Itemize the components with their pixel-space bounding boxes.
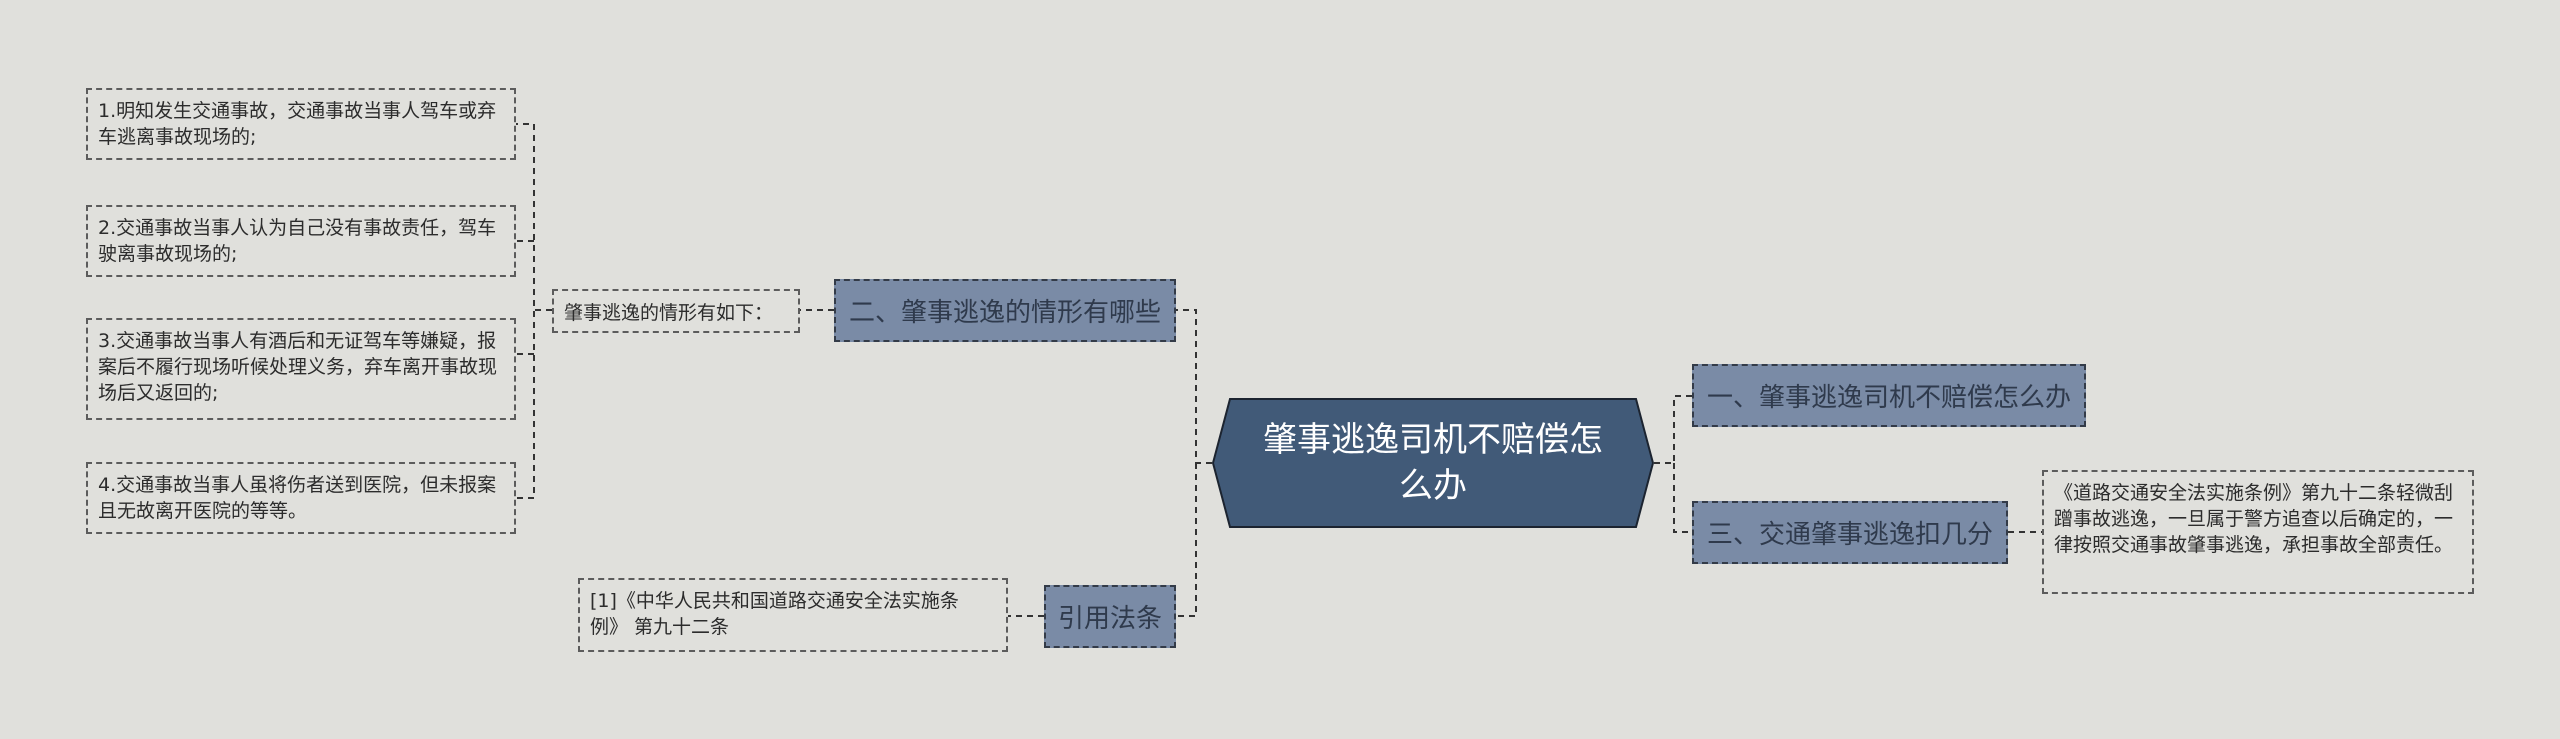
connector-root-b3 <box>1673 463 1692 533</box>
branch-label-2: 二、肇事逃逸的情形有哪些 <box>848 298 1161 328</box>
situation-node-2[interactable]: 2.交通事故当事人认为自己没有事故责任，驾车驶离事故现场的; <box>86 205 516 277</box>
situation-label-1: 1.明知发生交通事故，交通事故当事人驾车或弃车逃离事故现场的; <box>98 100 497 148</box>
regulation-label: 《道路交通安全法实施条例》第九十二条轻微刮蹭事故逃逸，一旦属于警方追查以后确定的… <box>2054 482 2454 556</box>
connector-root-b1 <box>1654 395 1692 464</box>
connector-root-b2 <box>1176 309 1212 464</box>
branch-node-4[interactable]: 引用法条 <box>1044 585 1176 648</box>
connector-root-b4 <box>1176 463 1197 617</box>
branch-label-3: 三、交通肇事逃逸扣几分 <box>1706 520 1993 550</box>
situation-node-1[interactable]: 1.明知发生交通事故，交通事故当事人驾车或弃车逃离事故现场的; <box>86 88 516 160</box>
branch-label-4: 引用法条 <box>1057 604 1162 634</box>
situations-intro-label: 肇事逃逸的情形有如下： <box>564 301 774 324</box>
situation-node-3[interactable]: 3.交通事故当事人有酒后和无证驾车等嫌疑，报案后不履行现场听候处理义务，弃车离开… <box>86 318 516 420</box>
situation-label-4: 4.交通事故当事人虽将伤者送到医院，但未报案且无故离开医院的等等。 <box>98 474 497 522</box>
root-node[interactable]: 肇事逃逸司机不赔偿怎么办 <box>1212 398 1654 528</box>
branch-node-2[interactable]: 二、肇事逃逸的情形有哪些 <box>834 279 1176 342</box>
situation-label-3: 3.交通事故当事人有酒后和无证驾车等嫌疑，报案后不履行现场听候处理义务，弃车离开… <box>98 330 498 404</box>
branch-node-3[interactable]: 三、交通肇事逃逸扣几分 <box>1692 501 2008 564</box>
situation-label-2: 2.交通事故当事人认为自己没有事故责任，驾车驶离事故现场的; <box>98 217 497 265</box>
situation-node-4[interactable]: 4.交通事故当事人虽将伤者送到医院，但未报案且无故离开医院的等等。 <box>86 462 516 534</box>
root-label: 肇事逃逸司机不赔偿怎么办 <box>1263 420 1603 506</box>
regulation-node[interactable]: 《道路交通安全法实施条例》第九十二条轻微刮蹭事故逃逸，一旦属于警方追查以后确定的… <box>2042 470 2474 594</box>
situations-intro-node[interactable]: 肇事逃逸的情形有如下： <box>552 289 800 333</box>
branch-node-1[interactable]: 一、肇事逃逸司机不赔偿怎么办 <box>1692 364 2086 427</box>
citation-label: [1]《中华人民共和国道路交通安全法实施条例》 第九十二条 <box>590 590 959 638</box>
root-hexagon-shape <box>1212 398 1654 528</box>
citation-node[interactable]: [1]《中华人民共和国道路交通安全法实施条例》 第九十二条 <box>578 578 1008 652</box>
branch-label-1: 一、肇事逃逸司机不赔偿怎么办 <box>1706 383 2071 413</box>
